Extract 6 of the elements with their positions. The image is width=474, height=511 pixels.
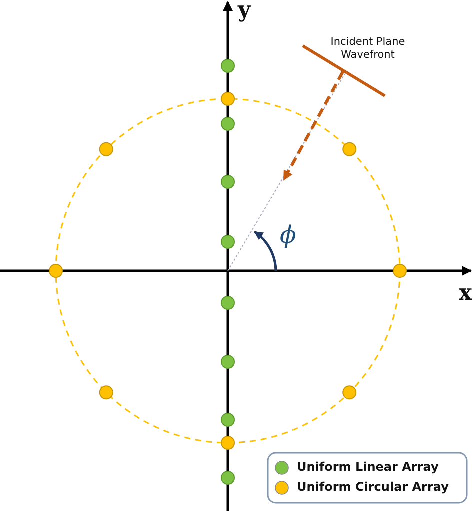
annotation-text: Incident Plane Wavefront [330, 36, 406, 62]
legend-label: Uniform Linear Array [297, 460, 439, 474]
axis-label: y [238, 0, 251, 24]
legend-label: Uniform Circular Array [297, 480, 449, 494]
angle-label: ϕ [280, 221, 296, 250]
axis-label: x [459, 280, 472, 306]
